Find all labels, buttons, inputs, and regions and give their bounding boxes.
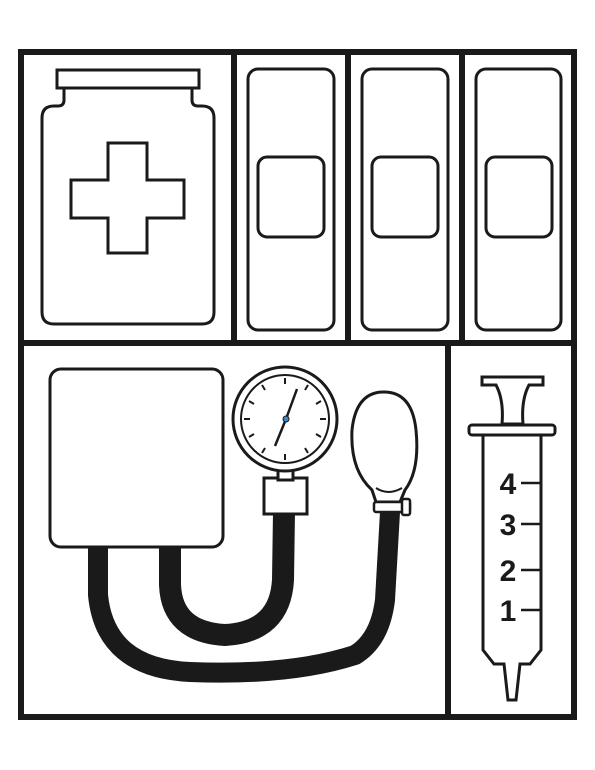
cuff — [48, 367, 225, 549]
outer-border — [18, 49, 577, 720]
gauge-needle — [284, 388, 299, 420]
medical-cross-icon — [69, 141, 186, 255]
gauge-connector — [262, 476, 309, 516]
syringe-label-2: 2 — [500, 555, 517, 588]
gauge-needle-tail — [273, 418, 288, 447]
bandage-strip — [474, 67, 563, 332]
pump-bulb-icon — [350, 390, 419, 517]
bandage-strip — [360, 67, 450, 332]
bandage-strip — [246, 67, 336, 332]
syringe-label-3: 3 — [500, 509, 517, 542]
bandage-icon — [360, 67, 450, 332]
syringe-barrel — [481, 433, 543, 702]
jar-body — [40, 88, 216, 326]
tubes — [88, 501, 400, 683]
syringe-scale-labels: 4 3 2 1 — [500, 468, 517, 628]
bulb-valve-knob — [400, 497, 412, 517]
syringe-plunger — [480, 375, 545, 426]
first-aid-jar-icon — [40, 68, 216, 326]
gauge-dial-icon — [231, 365, 339, 473]
jar-lid — [55, 68, 201, 90]
bandage-pad — [256, 155, 326, 239]
syringe-ticks — [521, 481, 541, 612]
bandage-pad — [370, 155, 440, 239]
syringe-label-4: 4 — [500, 468, 517, 501]
bandage-pad — [484, 155, 554, 239]
bandage-icon — [246, 67, 336, 332]
syringe-label-1: 1 — [500, 595, 517, 628]
bandage-icon — [474, 67, 563, 332]
gauge-pivot — [282, 415, 290, 423]
bulb-tube — [88, 502, 400, 683]
panel-frame — [18, 49, 577, 720]
gauge-tube — [159, 501, 295, 647]
blood-pressure-monitor-icon — [48, 365, 419, 683]
syringe-icon — [467, 375, 557, 702]
gauge-ticks — [244, 378, 326, 460]
